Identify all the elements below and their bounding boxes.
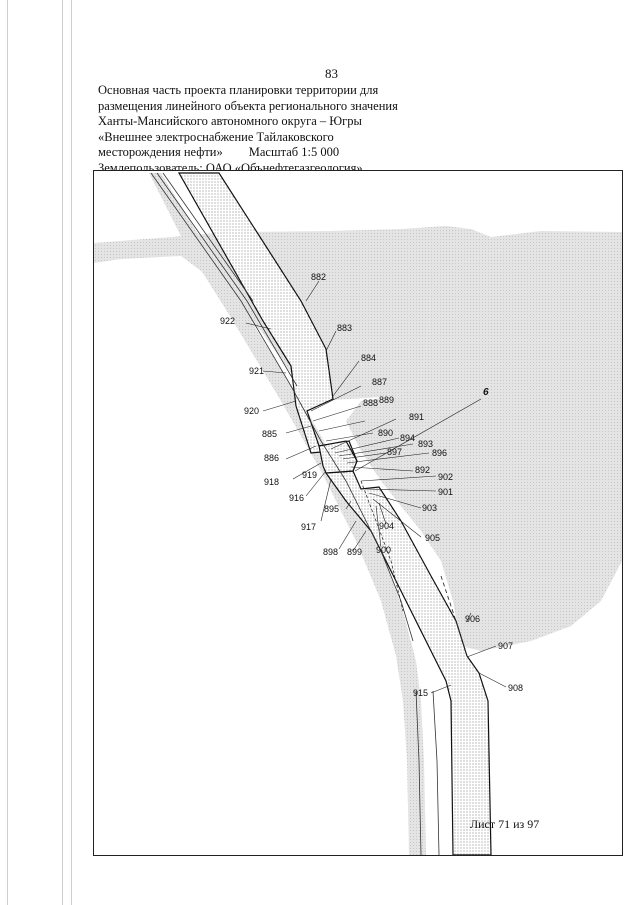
point-label: 921	[249, 366, 264, 376]
point-label: 895	[324, 504, 339, 514]
title-line: Ханты-Мансийского автономного округа – Ю…	[98, 114, 362, 129]
road-lines	[150, 172, 440, 855]
point-label: 891	[409, 412, 424, 422]
corridor-lower	[324, 470, 492, 855]
right-parcel	[346, 231, 622, 651]
scan-edge-line	[62, 0, 63, 905]
point-label: 893	[418, 439, 433, 449]
point-label: 888	[363, 398, 378, 408]
map-frame[interactable]: 882 883 884 885 886 887 888 889 890 891 …	[93, 170, 623, 856]
point-label: 907	[498, 641, 513, 651]
map-scale: Масштаб 1:5 000	[248, 145, 340, 160]
point-label: 884	[361, 353, 376, 363]
point-label: 892	[415, 465, 430, 475]
point-label: 922	[220, 316, 235, 326]
corridor-label: 6	[483, 387, 489, 398]
point-label: 898	[323, 547, 338, 557]
point-label: 897	[387, 447, 402, 457]
point-label: 903	[422, 503, 437, 513]
leader-lines	[245, 280, 507, 694]
point-label: 916	[289, 493, 304, 503]
point-label: 917	[301, 522, 316, 532]
point-label: 894	[400, 433, 415, 443]
corridor-link	[318, 440, 358, 474]
page-number: 83	[325, 66, 338, 81]
document-header: Основная часть проекта планировки террит…	[98, 83, 418, 177]
point-label: 904	[379, 521, 394, 531]
point-label: 902	[438, 472, 453, 482]
point-label: 908	[508, 683, 523, 693]
title-line-with-scale: месторождения нефти» Масштаб 1:5 000	[98, 145, 418, 161]
point-label: 906	[465, 614, 480, 624]
point-label: 919	[302, 470, 317, 480]
point-label: 896	[432, 448, 447, 458]
point-label: 900	[376, 545, 391, 555]
point-label: 882	[311, 272, 326, 282]
point-labels: 882 883 884 885 886 887 888 889 890 891 …	[220, 272, 523, 698]
point-label: 920	[244, 406, 259, 416]
point-label: 918	[264, 477, 279, 487]
point-label: 890	[378, 428, 393, 438]
title-line: «Внешнее электроснабжение Тайлаковского	[98, 129, 334, 144]
point-label: 883	[337, 323, 352, 333]
point-label: 901	[438, 487, 453, 497]
point-label: 905	[425, 533, 440, 543]
point-label: 915	[413, 688, 428, 698]
point-label: 887	[372, 377, 387, 387]
scan-edge-line	[71, 0, 72, 905]
title-line: месторождения нефти»	[98, 145, 223, 160]
title-line: Основная часть проекта планировки террит…	[98, 83, 379, 97]
planning-map: 882 883 884 885 886 887 888 889 890 891 …	[94, 172, 622, 855]
title-line: размещения линейного объекта регионально…	[98, 98, 398, 113]
scan-edge-line	[7, 0, 8, 905]
sheet-number: Лист 71 из 97	[470, 817, 540, 831]
point-label: 886	[264, 453, 279, 463]
point-label: 889	[379, 395, 394, 405]
dashed-boundary	[440, 575, 468, 657]
point-label: 899	[347, 547, 362, 557]
point-label: 885	[262, 429, 277, 439]
